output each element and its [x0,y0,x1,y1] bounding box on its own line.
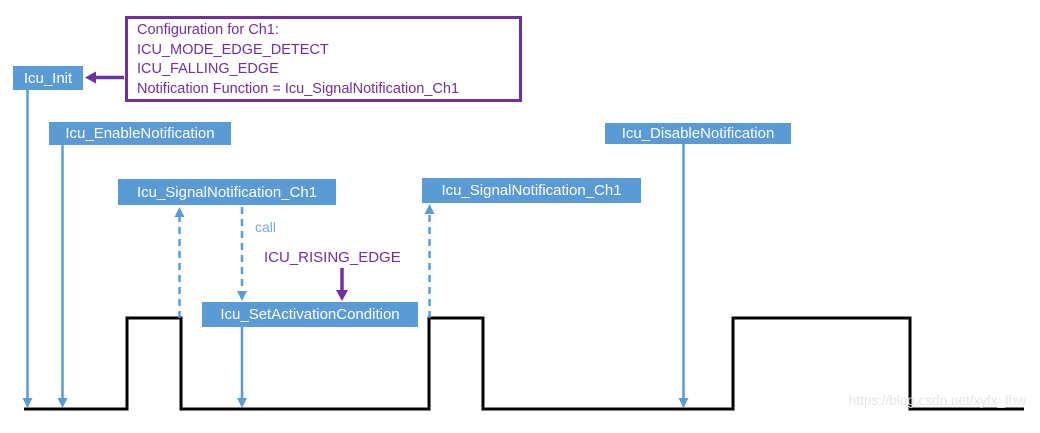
rising-edge-label: ICU_RISING_EDGE [264,249,401,266]
set-activation-condition-box: Icu_SetActivationCondition [202,302,418,327]
signal-notification-box-2: Icu_SignalNotification_Ch1 [422,178,641,203]
icu-init-box: Icu_Init [13,66,83,90]
config-line-1: Configuration for Ch1: [137,22,279,38]
signal-waveform [24,316,1024,411]
enable-notification-box: Icu_EnableNotification [49,122,231,145]
disable-notification-arrow [678,143,689,408]
call-arrow [237,207,247,301]
falling-edge-callback-arrow [174,207,185,318]
call-label: call [255,219,277,235]
config-note-box: Configuration for Ch1: ICU_MODE_EDGE_DET… [125,16,522,102]
rising-edge-callback-arrow [424,204,435,318]
disable-notification-box: Icu_DisableNotification [605,123,791,144]
icu-init-arrow [22,90,33,408]
enable-notification-arrow [57,145,68,408]
config-line-3: ICU_FALLING_EDGE [137,61,279,77]
watermark-text: https://blog.csdn.net/xyfx_fhw [848,393,1026,408]
rising-edge-param-arrow [336,268,348,301]
config-to-init-arrow [85,71,124,84]
config-line-2: ICU_MODE_EDGE_DETECT [137,41,329,58]
set-activation-arrow [237,327,247,408]
config-line-4: Notification Function = Icu_SignalNotifi… [137,80,460,97]
signal-notification-box-1: Icu_SignalNotification_Ch1 [118,179,336,205]
